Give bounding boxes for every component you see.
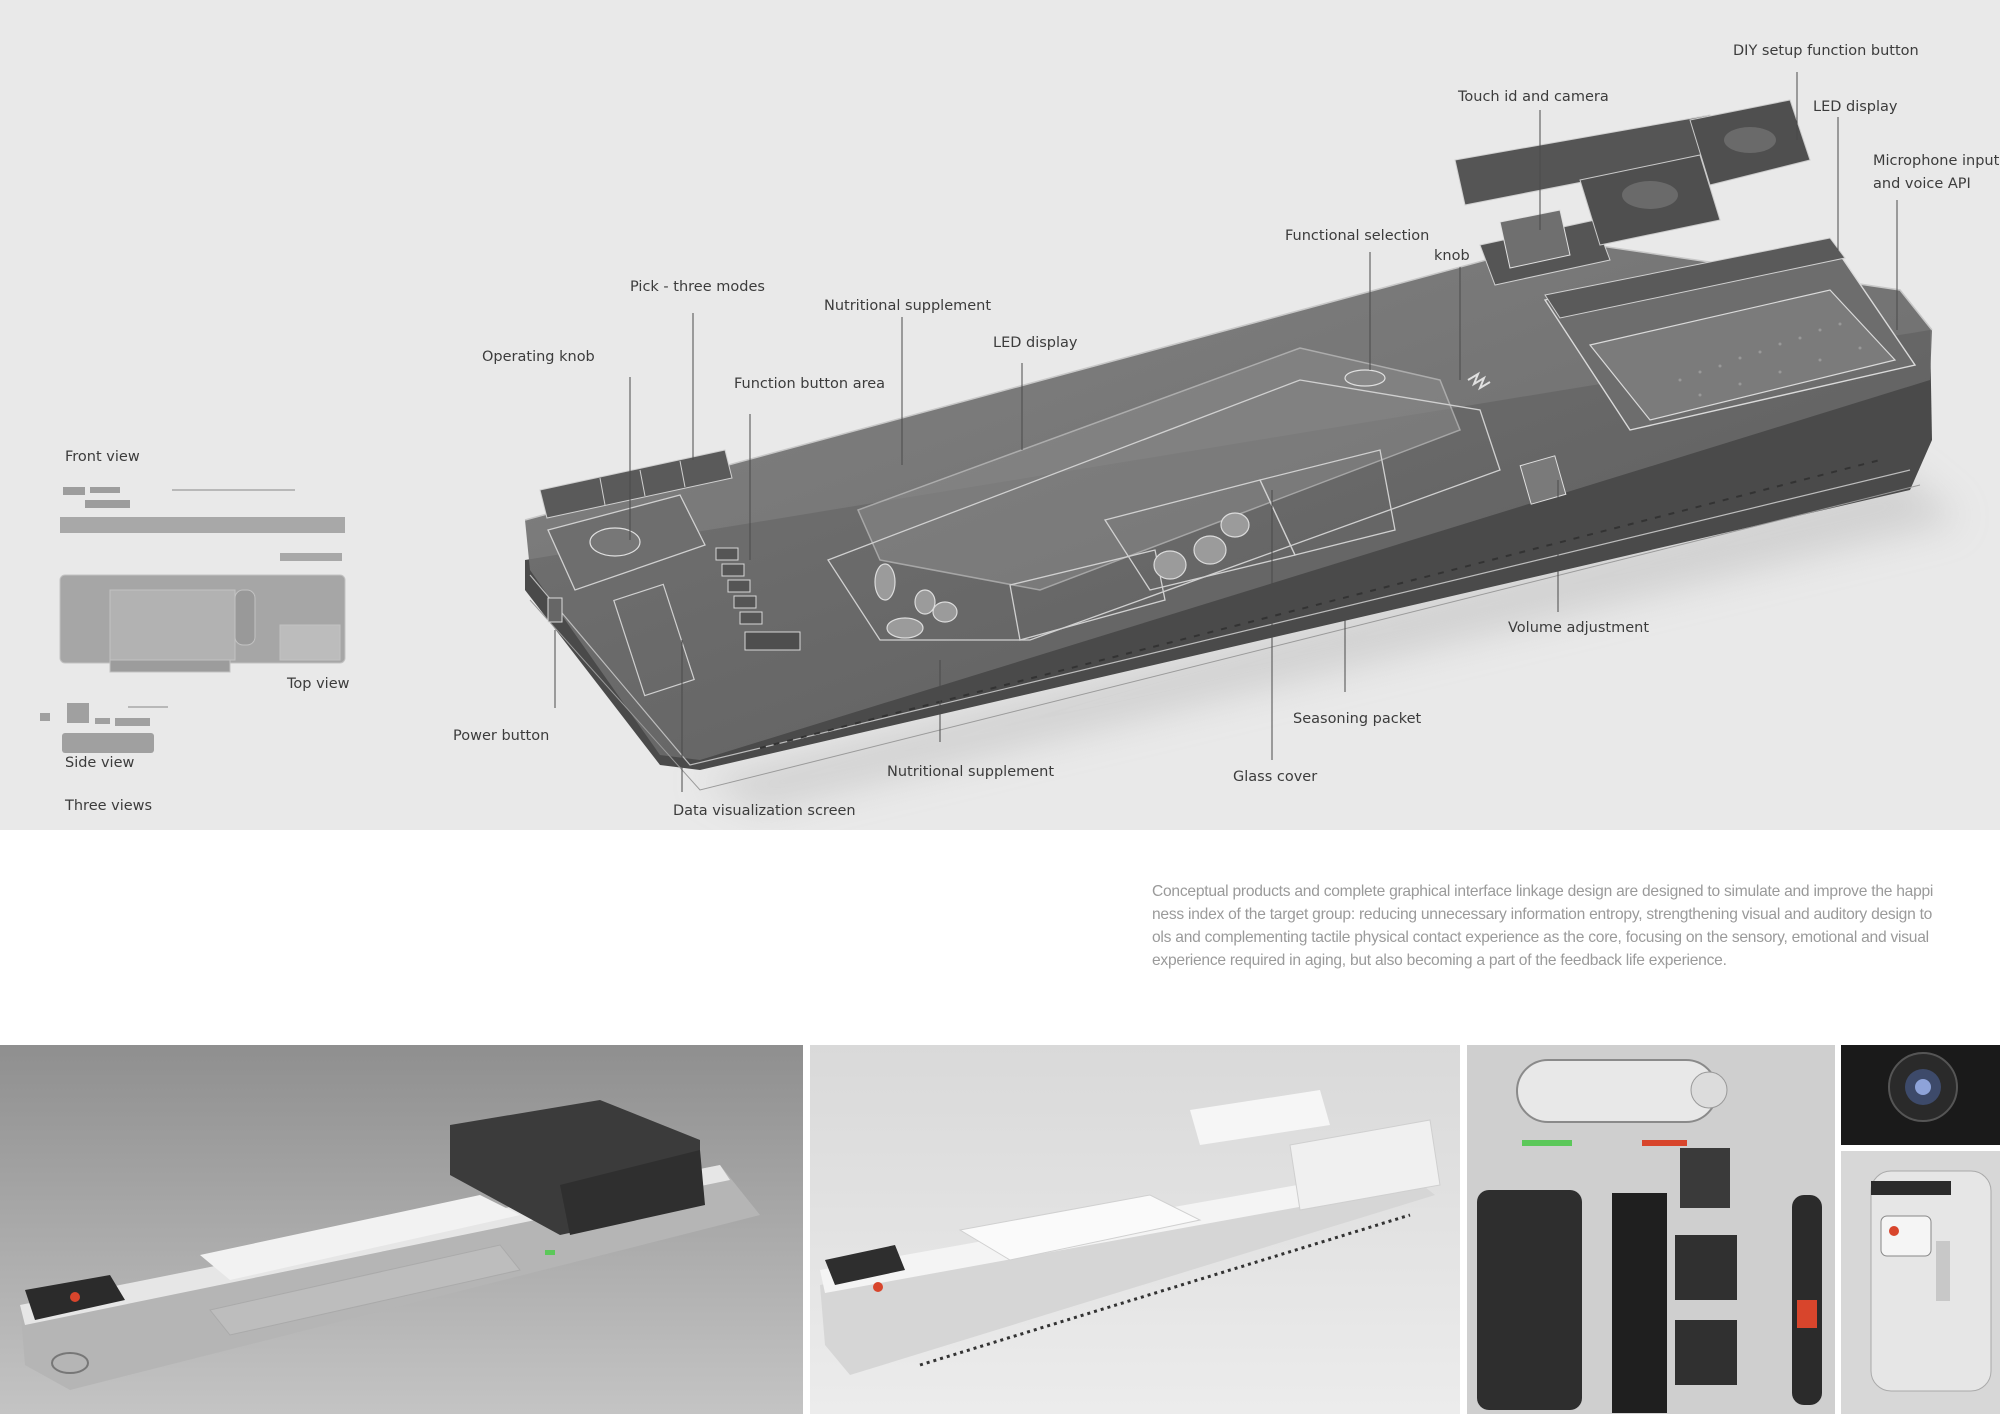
label-knob: knob [1434, 248, 1470, 264]
side-view-drawing [40, 703, 168, 753]
render-photo-top-down-modules [1467, 1045, 1835, 1414]
label-led-display-mid: LED display [993, 335, 1078, 351]
label-top-view: Top view [287, 676, 350, 692]
label-microphone-line2: and voice API [1873, 176, 1971, 192]
render-photo-white-modules [810, 1045, 1460, 1414]
front-view-drawing [60, 487, 345, 561]
concept-description: Conceptual products and complete graphic… [1152, 883, 1934, 969]
label-volume-adjustment: Volume adjustment [1508, 620, 1650, 636]
label-functional-selection: Functional selection [1285, 228, 1430, 244]
label-three-views: Three views [65, 798, 153, 814]
label-nutritional-supplement-top: Nutritional supplement [824, 298, 992, 314]
exploded-device-illustration [40, 72, 1960, 810]
vent-slots [759, 459, 1881, 749]
speaker-dots [1678, 322, 1862, 397]
exploded-view-panel: DIY setup function button Touch id and c… [0, 0, 2000, 830]
device-shadow [700, 470, 1960, 810]
render-photo-dark-modules [0, 1045, 803, 1414]
power-button-shape [547, 597, 563, 623]
label-data-visualization-screen: Data visualization screen [673, 803, 856, 819]
speaker-grille [1588, 289, 1897, 421]
operating-knob [589, 527, 641, 557]
label-nutritional-supplement-bottom: Nutritional supplement [887, 764, 1055, 780]
small-buttons [744, 631, 801, 651]
label-power-button: Power button [453, 728, 550, 744]
functional-selection-dial [1344, 369, 1386, 387]
top-view-drawing [59, 574, 346, 673]
label-function-button-area: Function button area [734, 376, 886, 392]
function-button-stack [715, 547, 763, 625]
label-microphone-line1: Microphone input [1873, 153, 2000, 169]
render-photo-knob-closeup [1841, 1151, 2000, 1414]
compartments [827, 379, 1501, 641]
seasoning-pods [874, 512, 1250, 639]
label-front-view: Front view [65, 449, 140, 465]
pick-mode-strip [539, 449, 733, 519]
led-display-bar [1544, 237, 1846, 319]
label-side-view: Side view [65, 755, 135, 771]
label-led-display-top: LED display [1813, 99, 1898, 115]
glass-cover [856, 347, 1461, 591]
render-photo-camera-lens [1841, 1045, 2000, 1145]
volume-slider [1519, 455, 1567, 505]
label-touch-id-camera: Touch id and camera [1458, 89, 1609, 105]
leader-lines [554, 72, 1898, 792]
knob-spring [1467, 371, 1491, 391]
label-glass-cover: Glass cover [1233, 769, 1318, 785]
label-pick-three-modes: Pick - three modes [630, 279, 765, 295]
label-diy-setup-button: DIY setup function button [1733, 43, 1919, 59]
label-seasoning-packet: Seasoning packet [1293, 711, 1422, 727]
label-operating-knob: Operating knob [482, 349, 595, 365]
